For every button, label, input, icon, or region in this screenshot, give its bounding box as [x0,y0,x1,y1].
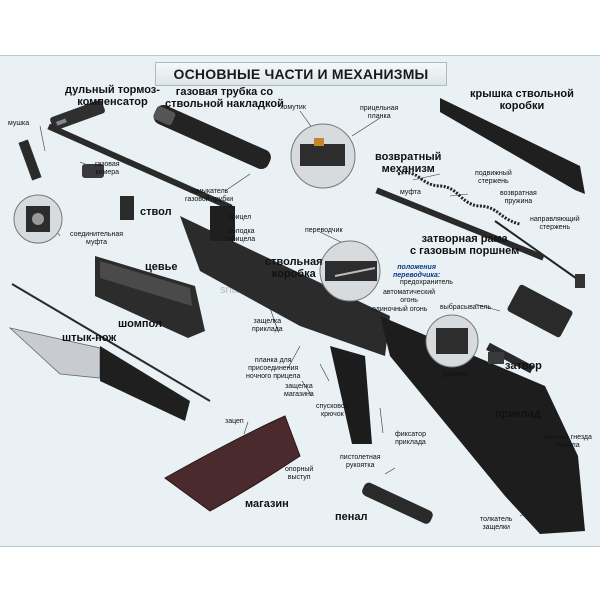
label-cleaning-rod: шомпол [118,318,162,330]
label-bolt-carrier: затворная рама с газовым поршнем [410,233,520,257]
label-muzzle-brake: дульный тормоз- компенсатор [65,84,160,108]
label-sight-block: колодка прицела [228,228,256,243]
label-night-sight-bar: планка для присоединения ночного прицела [246,357,301,380]
clamp-zoom [290,123,356,189]
label-gas-chamber: газовая камера [95,161,120,176]
rifle-parts-illustration [8,98,585,534]
cleaning-rod-illustration [11,283,211,402]
label-clamp: хомутик [280,104,306,111]
label-selector: переводчик [305,227,343,234]
label-ejector: выбрасыватель [440,304,491,311]
label-gas-tube: газовая трубка со ствольной накладкой [165,86,284,110]
label-striker: ударник [442,371,468,378]
receiver-illustration [180,206,585,534]
label-grip: пистолетная рукоятка [340,454,381,469]
label-receiver: ствольная коробка [265,256,323,280]
label-pencil-case: пенал [335,511,368,523]
label-gas-tube-lock: замыкатель газовой трубки [185,188,234,203]
label-stock: приклад [495,408,541,420]
page-title: ОСНОВНЫЕ ЧАСТИ И МЕХАНИЗМЫ [155,62,447,86]
label-support-ledge: опорный выступ [285,466,314,481]
label-movable-rod: подвижный стержень [475,170,512,185]
label-single-fire: одиночный огонь [372,306,428,313]
bolt-illustration [486,342,534,374]
selector-zoom [319,240,381,302]
bolt-carrier-illustration [375,187,573,338]
label-selector-positions: положения переводчика: [393,264,441,279]
label-receiver-cover: крышка ствольной коробки [470,88,574,112]
label-stock-latch: защелка приклада [252,318,283,333]
label-front-sight: мушка [8,120,30,127]
return-mechanism-illustration [397,171,585,288]
label-connecting-sleeve: соединительная муфта [70,231,124,246]
label-pencil-case-nest-cover: крышка гнезда пенала [544,434,592,449]
label-sight: прицел [228,214,252,221]
label-latch-pusher: толкатель защелки [480,516,513,531]
ejector-zoom [425,314,479,368]
pencil-case-illustration [362,482,433,524]
label-bayonet: штык-нож [62,332,117,344]
poster-panel: ОСНОВНЫЕ ЧАСТИ И МЕХАНИЗМЫ sntorg-ekb.ru [0,55,600,547]
label-return-mechanism: возвратный механизм [375,151,442,175]
label-guide-rod: направляющий стержень [530,216,580,231]
label-rear-sight-bar: прицельная планка [360,105,399,120]
forend-illustration [95,256,205,338]
gas-tube-illustration [153,105,271,170]
label-magazine: магазин [245,498,289,510]
label-return-spring: возвратная пружина [500,190,537,205]
label-coupling: муфта [400,189,421,196]
bayonet-illustration [8,327,190,421]
label-stock-lock: фиксатор приклада [395,431,426,446]
muzzle-brake-illustration [50,100,105,131]
barrel-illustration [18,123,233,220]
label-auto-fire: автоматический огонь [383,289,436,304]
label-bolt: затвор [505,360,542,372]
magazine-illustration [164,415,301,512]
label-safety: предохранитель [400,279,453,286]
label-trigger: спусковой крючок [316,403,349,418]
receiver-cover-illustration [440,98,585,194]
label-forend: цевье [145,261,178,273]
label-latch: зацеп [225,418,244,425]
connecting-sleeve-zoom [13,194,63,244]
label-magazine-latch: защелка магазина [284,383,314,398]
label-barrel: ствол [140,206,172,218]
